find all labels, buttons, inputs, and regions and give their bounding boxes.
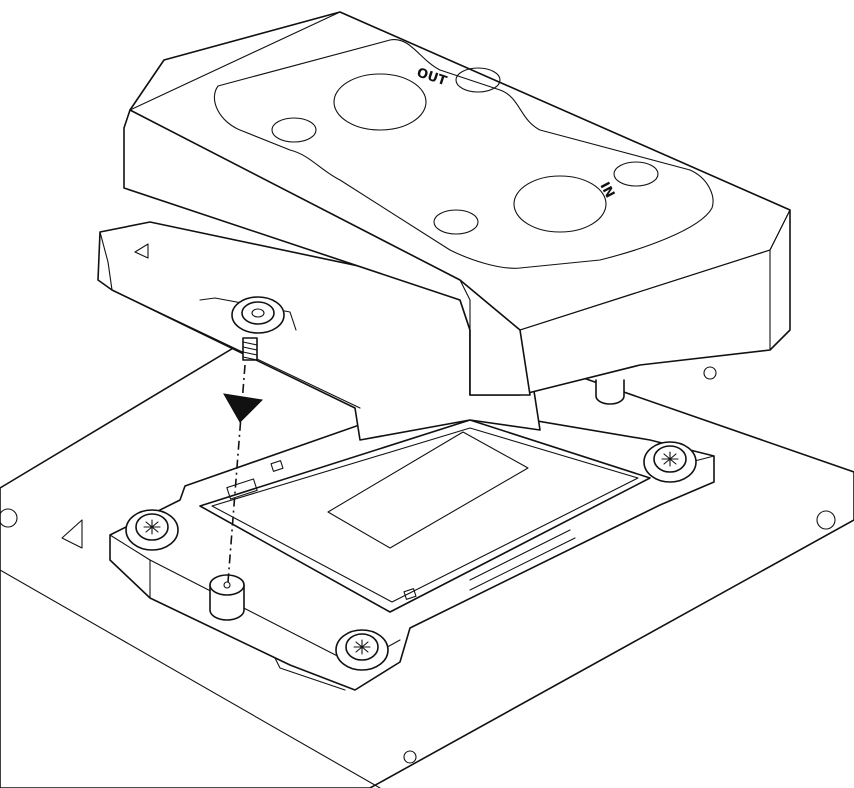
screw-icon: [643, 441, 697, 483]
screw-hole: [271, 117, 317, 143]
cpu-marking: [270, 460, 284, 472]
triangle-marker-icon: [61, 519, 83, 549]
screw-icon: [335, 629, 389, 671]
cpu-heatspreader: [327, 431, 529, 549]
top-cover-plate: [213, 39, 714, 269]
screw-thread: [242, 337, 258, 361]
mounting-hole: [403, 750, 417, 764]
cpu-marking: [226, 478, 258, 500]
inlet-port: [513, 175, 607, 233]
cpu-chip: [199, 419, 651, 613]
screw-icon: [231, 296, 285, 334]
screw-hole: [455, 67, 501, 93]
arrow-down-icon: [223, 393, 264, 423]
water-block: OUT IN: [123, 11, 791, 396]
mounting-bracket: [97, 221, 541, 441]
standoff-post: [595, 379, 625, 405]
assembly-guide-line: [227, 364, 246, 583]
mounting-hole: [703, 366, 717, 380]
cpu-marking: [403, 588, 417, 600]
screw-hole: [613, 161, 659, 187]
standoff-post: [209, 574, 245, 621]
mounting-hole: [816, 510, 836, 530]
triangle-marker-icon: [134, 243, 149, 259]
mounting-hole: [0, 508, 18, 528]
screw-hole: [433, 209, 479, 235]
in-port-label: IN: [596, 180, 617, 201]
screw-icon: [125, 509, 179, 551]
outlet-port: [333, 73, 427, 131]
